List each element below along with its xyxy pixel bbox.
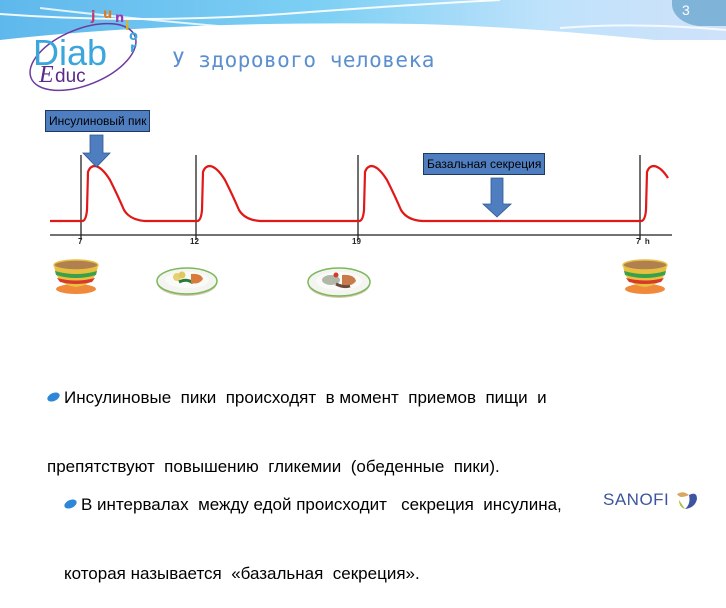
- tick-label-7h: 7 h: [636, 237, 650, 246]
- svg-text:E: E: [38, 62, 54, 88]
- tick-label-7: 7: [78, 237, 83, 246]
- insulin-curve: [50, 164, 669, 223]
- bullet-2-line-1: В интервалах между едой происходит секре…: [81, 495, 562, 514]
- diabeduc-junior-logo: Diab E duc j u n i o r: [25, 2, 160, 97]
- soup-bowl-icon: [53, 259, 99, 294]
- svg-text:r: r: [130, 41, 137, 56]
- basal-secretion-arrow-icon: [481, 177, 513, 218]
- insulin-secretion-diagram: Инсулиновый пик Базальная секреция 7 12 …: [45, 110, 672, 298]
- svg-text:o: o: [129, 29, 138, 44]
- sanofi-bird-icon: [677, 492, 698, 509]
- slide-number: 3: [682, 2, 690, 18]
- soup-bowl-icon: [622, 259, 668, 294]
- tick-label-12: 12: [190, 237, 199, 246]
- bullet-dot-icon: [62, 497, 79, 511]
- bullet-1-line-2: препятствуют повышению гликемии (обеденн…: [47, 457, 500, 476]
- insulin-peak-callout: Инсулиновый пик: [45, 110, 151, 132]
- bullet-2-line-2: которая называется «базальная секреция».: [64, 564, 420, 583]
- basal-secretion-callout: Базальная секреция: [423, 153, 546, 175]
- sanofi-wordmark: SANOFI: [603, 490, 670, 509]
- bullet-dot-icon: [45, 390, 62, 404]
- svg-text:j: j: [90, 9, 95, 24]
- slide-title: У здорового человека: [172, 48, 435, 72]
- plate-icon: [307, 267, 371, 298]
- insulin-curve-graph: [50, 134, 672, 240]
- header-background: [0, 0, 726, 70]
- bullet-insulin-peaks: Инсулиновые пики происходят в момент при…: [45, 340, 547, 501]
- logo-diab: Diab: [33, 32, 107, 73]
- tick-label-19: 19: [352, 237, 361, 246]
- svg-text:duc: duc: [55, 66, 86, 87]
- svg-text:u: u: [103, 7, 112, 22]
- svg-text:i: i: [125, 19, 129, 34]
- bullet-1-line-1: Инсулиновые пики происходят в момент при…: [64, 388, 547, 407]
- plate-icon: [156, 267, 218, 296]
- insulin-peak-arrow-icon: [82, 134, 111, 168]
- svg-text:n: n: [115, 11, 124, 26]
- sanofi-logo: SANOFI: [603, 489, 699, 511]
